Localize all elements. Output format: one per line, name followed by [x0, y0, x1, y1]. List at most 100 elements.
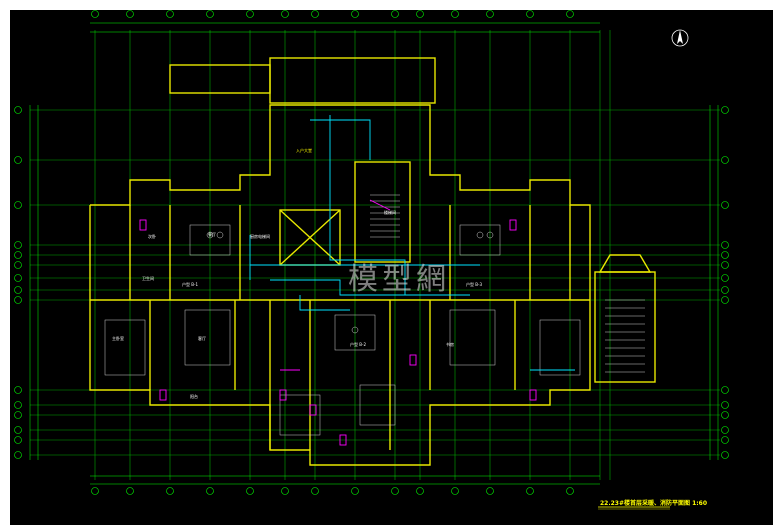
axis-bubble [451, 487, 459, 495]
axis-bubble [14, 436, 22, 444]
chair [216, 231, 224, 239]
axis-bubble [721, 274, 729, 282]
furniture [189, 224, 231, 256]
fire-hydrant [309, 404, 317, 416]
furniture [449, 309, 496, 366]
axis-bubble [351, 10, 359, 18]
furniture [359, 384, 396, 426]
axis-bubble [721, 401, 729, 409]
axis-bubble [14, 426, 22, 434]
axis-bubble [311, 10, 319, 18]
drawing-sheet: 户型 B-1 户型 B-2 户型 B-3 主卧室 客厅 餐厅 厨房 卫生间 次卧… [10, 10, 773, 525]
room-label: 主卧室 [112, 336, 124, 341]
axis-grid [14, 10, 729, 495]
furniture [104, 319, 146, 376]
axis-bubble [14, 106, 22, 114]
axis-bubble [566, 487, 574, 495]
room-label: 书房 [446, 342, 454, 347]
axis-bubble [14, 401, 22, 409]
axis-bubble [351, 487, 359, 495]
stair-roof [598, 254, 652, 273]
axis-bubble [246, 10, 254, 18]
axis-bubble [91, 10, 99, 18]
chair [476, 231, 484, 239]
axis-bubble [126, 10, 134, 18]
axis-bubble [206, 487, 214, 495]
room-label: 入户大堂 [296, 148, 312, 153]
dimension-lines [29, 22, 719, 485]
fire-equipment [139, 199, 537, 446]
axis-bubble [721, 411, 729, 419]
floor-plan-drawing [14, 10, 729, 510]
north-arrow-icon [671, 29, 689, 47]
heating-pipes [249, 115, 575, 371]
stair-core [354, 161, 411, 263]
axis-bubble [721, 436, 729, 444]
axis-bubble [721, 156, 729, 164]
axis-bubble [721, 241, 729, 249]
axis-bubble [14, 296, 22, 304]
axis-bubble [311, 487, 319, 495]
pipe-main-vertical [329, 115, 406, 295]
axis-bubble [391, 487, 399, 495]
axis-bubble [246, 487, 254, 495]
axis-bubble [14, 251, 22, 259]
axis-bubble [166, 487, 174, 495]
fire-hydrant [509, 219, 517, 231]
pipe-top [310, 119, 371, 160]
axis-bubble [721, 426, 729, 434]
axis-bubble [566, 10, 574, 18]
fire-hydrant [159, 389, 167, 401]
axis-bubble [416, 10, 424, 18]
unit-label-b2: 户型 B-2 [350, 342, 367, 347]
stair-block-right [594, 271, 656, 383]
building-walls [89, 57, 656, 466]
room-label: 次卧 [148, 234, 156, 239]
watermark-text: 模型網 [348, 262, 450, 297]
fire-pipe [369, 199, 391, 211]
unit-label-b1: 户型 B-1 [182, 282, 199, 287]
axis-bubble [721, 251, 729, 259]
room-label: 阳台 [190, 394, 198, 399]
furniture [334, 314, 376, 351]
fire-hydrant [409, 354, 417, 366]
axis-bubble [14, 286, 22, 294]
axis-bubble [721, 106, 729, 114]
top-canopy [169, 64, 271, 94]
axis-bubble [126, 487, 134, 495]
axis-bubble [281, 487, 289, 495]
pipe-branch-2 [299, 295, 350, 311]
axis-bubble [281, 10, 289, 18]
axis-bubble [14, 156, 22, 164]
chair [206, 231, 214, 239]
fire-hydrant [279, 389, 287, 401]
pipe-branch [270, 279, 470, 296]
axis-bubble [91, 487, 99, 495]
axis-bubble [721, 286, 729, 294]
axis-bubble [486, 10, 494, 18]
drawing-title: 22.23#楼首层采暖、消防平面图 1:60 [600, 500, 708, 507]
axis-bubble [14, 241, 22, 249]
room-label: 客厅 [198, 336, 206, 341]
furniture [459, 224, 501, 256]
chair [351, 326, 359, 334]
axis-bubble [486, 487, 494, 495]
axis-bubble [416, 487, 424, 495]
top-entrance [269, 57, 436, 104]
axis-bubble [14, 451, 22, 459]
axis-bubble [14, 261, 22, 269]
axis-bubble [14, 411, 22, 419]
axis-bubble [14, 386, 22, 394]
axis-bubble [721, 201, 729, 209]
axis-bubble [451, 10, 459, 18]
axis-bubble [721, 261, 729, 269]
furniture [279, 394, 321, 436]
fire-hydrant [139, 219, 147, 231]
room-label: 卫生间 [142, 276, 154, 281]
furniture [184, 309, 231, 366]
axis-bubble [721, 296, 729, 304]
room-label: 厨房 [250, 234, 258, 239]
axis-bubble [14, 201, 22, 209]
axis-bubble [721, 451, 729, 459]
